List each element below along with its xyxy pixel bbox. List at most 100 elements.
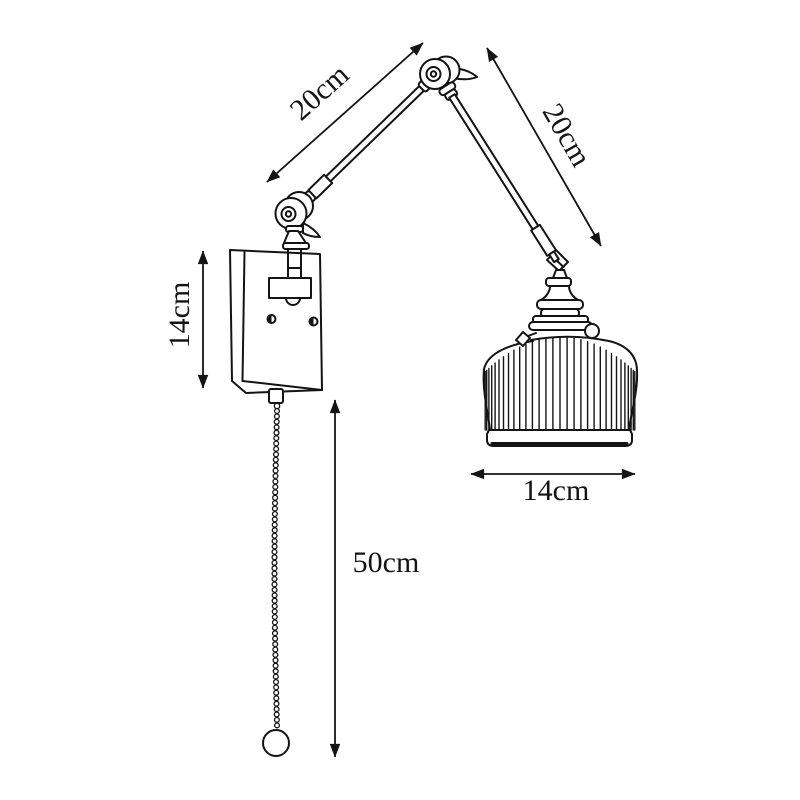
chain-bead [271, 521, 278, 528]
socket-ring-upper [536, 299, 584, 310]
chain-bead [271, 603, 278, 610]
chain-bead [272, 456, 279, 463]
dimension-label-lower-arm: 20cm [536, 98, 598, 172]
plate-side-edge [241, 251, 246, 382]
chain-bead [271, 500, 279, 507]
chain-bead [272, 678, 280, 686]
chain-bead [271, 554, 278, 561]
chain-bead [273, 424, 280, 431]
shade-top-edge [530, 335, 610, 342]
chain-bead [272, 673, 279, 680]
elbow-ring [425, 66, 442, 82]
chain-bead [271, 565, 278, 572]
chain-bead [272, 657, 279, 664]
shoulder-base-band [282, 242, 310, 250]
chain-bead [271, 559, 278, 566]
chain-bead [273, 407, 281, 415]
chain-bead [271, 548, 278, 555]
chain-bead [271, 505, 278, 512]
dimension-annotations: 20cm 20cm 14cm 14cm 50cm [163, 42, 636, 758]
pull-ball [262, 729, 290, 757]
chain-bead [273, 700, 280, 707]
shade-clip-arm [527, 332, 537, 337]
dimension-label-shade-width: 14cm [523, 474, 590, 507]
screw-hole-right-fill [309, 317, 314, 326]
chain-bead [273, 689, 280, 696]
screw-hole-left-fill [267, 315, 272, 323]
chain-bead [272, 478, 279, 485]
chain-bead [273, 706, 280, 713]
chain-bead [272, 467, 279, 474]
elbow-face [419, 58, 451, 90]
chain-bead [271, 570, 278, 577]
plate-bottom-edge [241, 380, 323, 391]
chain-bead [272, 646, 279, 653]
chain-bead [271, 586, 278, 593]
chain-bead [271, 608, 278, 615]
shade-left-contour [482, 340, 534, 431]
chain-connector [268, 388, 284, 404]
chain-bead [272, 662, 279, 669]
chain-bead [271, 630, 279, 637]
socket-cap [545, 277, 572, 287]
chain-bead [272, 635, 279, 642]
chain-bead [271, 592, 278, 599]
chain-bead [273, 413, 280, 420]
socket-bell [540, 285, 579, 301]
lamp-shade [482, 335, 639, 447]
dimension-arrow-lower-arm [486, 47, 602, 247]
elbow-joint [419, 55, 478, 90]
dimension-arrow-upper-arm [266, 42, 424, 183]
chain-bead [271, 516, 278, 523]
dimension-label-upper-arm: 20cm [284, 58, 356, 127]
wall-plate [229, 248, 323, 394]
shade-ribs [484, 336, 636, 431]
lower-arm-sleeve [530, 223, 557, 257]
lamp-socket [515, 249, 600, 347]
chain-bead [271, 624, 278, 631]
chain-bead [271, 597, 278, 604]
chain-bead [273, 695, 280, 702]
chain-bead [271, 575, 278, 583]
chain-bead [271, 538, 278, 545]
chain-bead [272, 483, 279, 490]
chain-beads [271, 407, 281, 729]
chain-bead [271, 532, 278, 539]
chain-bead [271, 543, 278, 550]
socket-switch-knob [584, 323, 600, 339]
chain-bead [273, 722, 281, 729]
chain-bead [273, 716, 280, 723]
elbow-pin [429, 70, 438, 78]
pull-chain [262, 388, 290, 757]
chain-bead [273, 711, 280, 718]
chain-bead [272, 451, 280, 458]
chain-bead [272, 462, 279, 469]
chain-bead [273, 440, 280, 447]
chain-bead [271, 510, 278, 518]
chain-bead [271, 581, 278, 588]
dimension-label-backplate-height: 14cm [163, 282, 196, 349]
chain-bead [271, 613, 278, 621]
socket-neck [552, 269, 568, 279]
chain-bead [273, 435, 280, 442]
chain-bead [272, 668, 279, 675]
lower-arm-tip [548, 250, 560, 264]
chain-bead [273, 684, 280, 691]
shoulder-ring [280, 206, 297, 222]
chain-bead [272, 472, 279, 480]
shade-right-contour [608, 340, 639, 431]
chain-bead [272, 651, 279, 658]
shoulder-wing-lever [302, 222, 321, 238]
mount-knob [285, 297, 301, 306]
shoulder-pin [284, 210, 293, 218]
dimension-label-chain-length: 50cm [353, 546, 420, 579]
socket-collar-lower [528, 321, 593, 331]
chain-bead [273, 445, 280, 452]
chain-bead [273, 429, 280, 436]
chain-bead [271, 619, 278, 626]
chain-link-top [273, 402, 281, 410]
chain-bead [272, 494, 279, 501]
shoulder-joint [274, 191, 321, 250]
chain-bead [271, 527, 278, 534]
